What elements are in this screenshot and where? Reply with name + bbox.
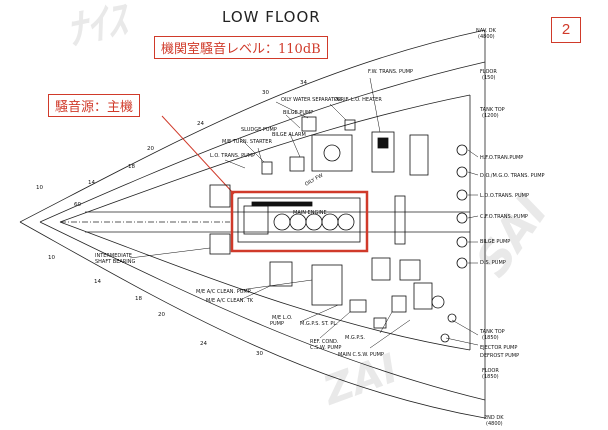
me-lo-pump-label: PUMP [270,321,284,327]
floor-top-height: (150) [482,75,495,81]
mgps-st-label: M.G.P.S. ST. PL. [300,321,338,327]
purifier-heater-label: PURIF. L.O. HEATER [334,97,382,103]
page-number: 2 [551,17,581,43]
frame-number: 18 [135,296,142,302]
csw-pump-label: C.S.W. PUMP [310,345,341,351]
noise-source-callout: 騒音源：主機 [48,94,141,117]
frame-numbers: 10 14 18 20 24 30 34 10 14 18 20 24 30 [36,80,307,357]
bilge-pump-label-left: BILGE PUMP [283,110,313,116]
nav-dk-label: NAV. DK [476,28,497,34]
hull-outline [19,29,486,419]
mgps-label: M.G.P.S. [345,335,365,341]
hfo-pump-label: H.F.O.TRAN.PUMP [480,155,523,161]
me-turn-starter-label: M/E TURN. STARTER [222,139,272,145]
noise-level-callout: 機関室騒音レベル：110dB [154,36,328,59]
nav-dk-height: (4800) [478,34,495,40]
me-lo-label: M/E L.O. [272,315,293,321]
frame-number: 24 [197,121,204,127]
plan-title: LOW FLOOR [222,8,321,26]
frame-number: 30 [256,351,263,357]
oily-fw-label: OILY FW [304,173,324,188]
equipment-symbols [209,116,468,343]
bilge-alarm-label: BILGE ALARM [272,132,306,138]
me-ac-clean-tank-label: M/E A/C CLEAN. TK [206,298,254,304]
svg-text:ﾅｲｽ: ﾅｲｽ [63,0,136,55]
noise-source-highlight [230,190,369,253]
sludge-pump-label: SLUDGE PUMP [241,127,277,133]
cfo-pump-label: C.F.O.TRANS. PUMP [480,214,528,220]
tank-top-label: TANK TOP [479,107,505,113]
frame-number: 14 [94,279,101,285]
frame-number: 30 [262,90,269,96]
frame-number: 10 [36,185,43,191]
lo-trans-pump-label: L.O. TRANS. PUMP [210,153,255,159]
callout-leader [161,115,235,195]
tank-top-bottom-label: TANK TOP [479,329,505,335]
second-dk-label: 2ND DK [484,415,504,421]
frame-number: 14 [88,180,95,186]
shaft-bearing-label: SHAFT BEARING [95,259,135,265]
do-pump-label: D.O./M.G.O. TRANS. PUMP [480,173,545,179]
frame-number: 34 [300,80,307,86]
main-engine [237,197,361,243]
me-ac-clean-pump-label: M/E A/C CLEAN. PUMP [196,289,251,295]
bilge-pump-label-right: BILGE PUMP [480,239,510,245]
main-csw-pump-label: MAIN C.S.W. PUMP [338,352,384,358]
equipment-labels: NAV. DK (4800) F.W. TRANS. PUMP OILY WAT… [74,28,545,427]
floor-bottom-label: FLOOR [482,368,499,374]
frame-number: 18 [128,164,135,170]
tank-top-bottom-height: (1850) [482,335,499,341]
main-engine-label: MAIN ENGINE [293,210,327,216]
ejector-pump-label: EJECTOR PUMP [480,345,517,351]
fw-trans-pump-label: F.W. TRANS. PUMP [368,69,413,75]
oily-water-separator-label: OILY WATER SEPARATOR [281,97,342,103]
ref-cond-label: REF. COND. [310,339,339,345]
svg-text:SAI: SAI [465,185,558,286]
floor-bottom-height: (1850) [482,374,499,380]
frame-number: 20 [147,146,154,152]
ds-pump-label: D.S. PUMP [480,260,506,266]
floor-top-label: FLOOR [480,69,497,75]
frame-number: 20 [158,312,165,318]
defrost-pump-label: DEFROST PUMP [480,353,519,359]
second-dk-height: (4800) [486,421,503,427]
intermediate-label: INTERMEDIATE [95,253,132,259]
tank-top-height: (1200) [482,113,499,119]
leader-lines [129,77,479,349]
ldo-pump-label: L.D.O.TRANS. PUMP [480,193,529,199]
frame-number: 10 [48,255,55,261]
frame-number: 24 [200,341,207,347]
frame-number: 60 [74,202,81,208]
